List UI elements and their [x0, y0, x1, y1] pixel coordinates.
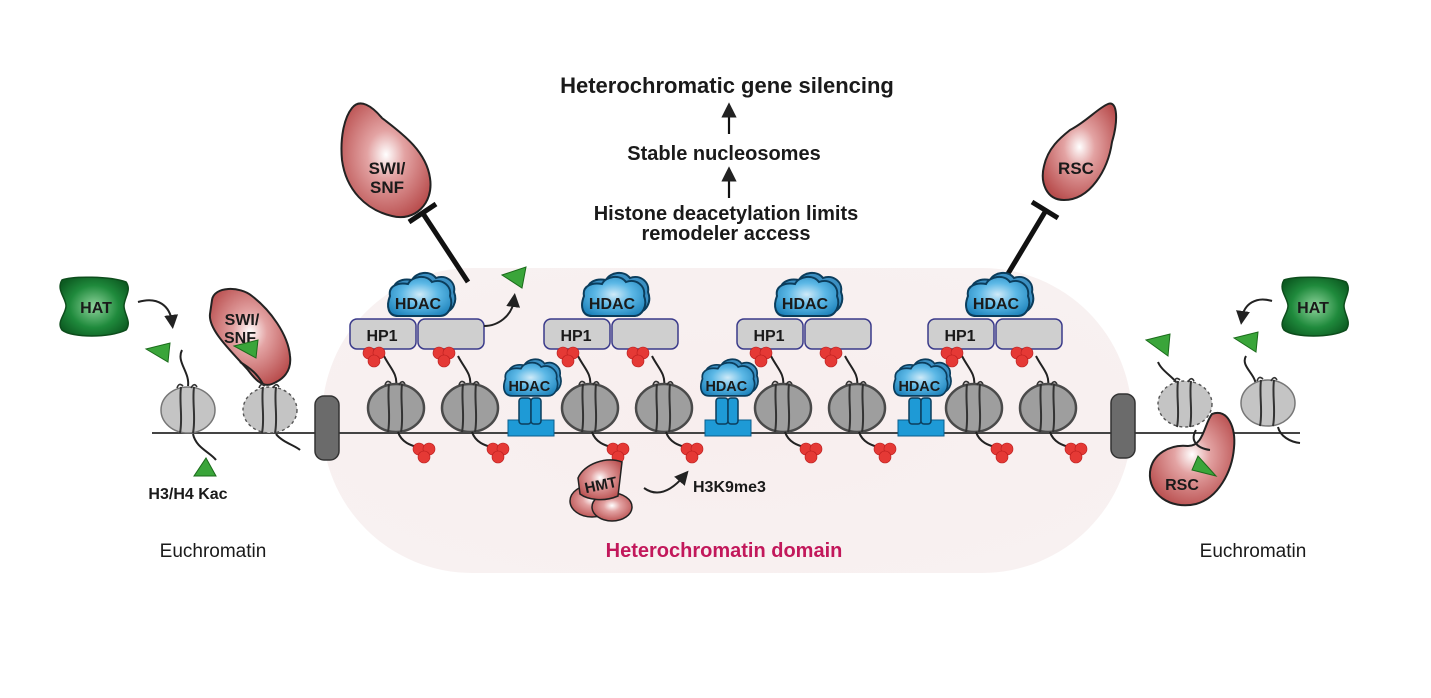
hp1-protein	[611, 318, 679, 350]
hdac-on-hp1: HDAC	[774, 271, 844, 317]
svg-text:SWI/: SWI/	[369, 159, 406, 178]
curved-arrow-icon	[137, 299, 179, 329]
histone-tail	[239, 361, 265, 387]
rsc-top: RSC	[1041, 102, 1118, 202]
hat-left: HAT	[59, 276, 129, 337]
inhibition-icon	[407, 201, 471, 284]
nucleosome-remodeled	[1157, 377, 1213, 428]
boundary-element	[314, 395, 340, 461]
swisnf-bound: SWI/ SNF	[208, 288, 292, 386]
hdac-dna-bound: HDAC	[893, 358, 952, 437]
acetylation-label: H3/H4 Kac	[148, 486, 227, 503]
hp1-label: HP1	[560, 328, 591, 345]
nucleosome-remodeled	[242, 383, 298, 434]
svg-text:HMT: HMT	[583, 474, 618, 497]
acetyl-mark-icon	[500, 266, 527, 289]
euchromatin-label-left: Euchromatin	[160, 541, 267, 562]
title-deacetylation: Histone deacetylation limits	[594, 203, 859, 225]
title-remodeler-access: remodeler access	[641, 223, 810, 245]
nucleosome	[160, 383, 216, 434]
hdac-dna-bound: HDAC	[700, 358, 759, 437]
hp1-protein	[995, 318, 1063, 350]
acetyl-mark-icon	[193, 457, 217, 477]
curved-arrow-icon	[1236, 298, 1273, 325]
nucleosome	[1240, 376, 1296, 427]
methylation-label: H3K9me3	[693, 479, 766, 496]
acetyl-mark-icon	[144, 342, 171, 363]
hdac-on-hp1: HDAC	[387, 271, 457, 317]
hp1-label: HP1	[366, 328, 397, 345]
svg-text:HAT: HAT	[1297, 300, 1329, 317]
boundary-element	[1110, 393, 1136, 459]
hdac-label: HDAC	[589, 296, 636, 313]
inhibition-icon	[1000, 199, 1060, 284]
histone-tail	[192, 433, 217, 461]
hdac-on-hp1: HDAC	[965, 271, 1035, 317]
hp1-label: HP1	[944, 328, 975, 345]
hdac-label: HDAC	[508, 379, 550, 395]
hdac-label: HDAC	[898, 379, 940, 395]
histone-tail	[275, 433, 301, 451]
title-stable-nucleosomes: Stable nucleosomes	[627, 143, 820, 165]
curved-arrow-icon	[643, 470, 689, 494]
hdac-on-hp1: HDAC	[581, 271, 651, 317]
hp1-protein	[804, 318, 872, 350]
acetyl-mark-icon	[232, 339, 259, 359]
svg-text:HAT: HAT	[80, 300, 112, 317]
hdac-label: HDAC	[395, 296, 442, 313]
rsc-bound: RSC	[1148, 411, 1236, 507]
acetyl-mark-icon	[1144, 333, 1171, 357]
hdac-label: HDAC	[973, 296, 1020, 313]
title-chain: Heterochromatic gene silencing Stable nu…	[560, 73, 894, 245]
curved-arrow-icon	[483, 293, 521, 327]
hdac-label: HDAC	[782, 296, 829, 313]
svg-text:SNF: SNF	[370, 178, 404, 197]
title-gene-silencing: Heterochromatic gene silencing	[560, 73, 894, 98]
histone-tail	[1192, 429, 1211, 451]
hdac-dna-bound: HDAC	[503, 358, 562, 437]
hp1-label: HP1	[753, 328, 784, 345]
hp1-protein	[417, 318, 485, 350]
heterochromatin-domain-label: Heterochromatin domain	[606, 540, 843, 562]
hdac-label: HDAC	[705, 379, 747, 395]
histone-tail	[179, 349, 190, 387]
svg-text:RSC: RSC	[1165, 477, 1199, 494]
svg-text:SWI/: SWI/	[225, 312, 260, 329]
histone-tail	[1243, 355, 1257, 387]
acetyl-mark-icon	[1232, 331, 1259, 353]
euchromatin-label-right: Euchromatin	[1200, 541, 1307, 562]
hmt-enzyme: HMT	[569, 459, 633, 522]
acetyl-mark-icon	[1191, 455, 1218, 477]
svg-text:RSC: RSC	[1058, 159, 1094, 178]
histone-tail	[1277, 426, 1301, 444]
swisnf-top: SWI/ SNF	[340, 102, 432, 219]
hat-right: HAT	[1281, 276, 1349, 337]
